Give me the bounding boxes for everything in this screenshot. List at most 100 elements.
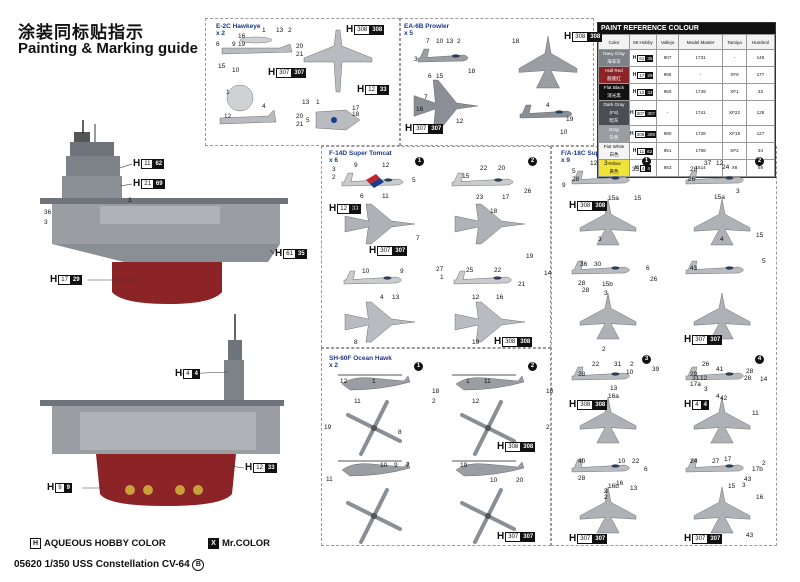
title-english: Painting & Marking guide [18, 40, 199, 57]
hornet-part-number: 12 [700, 375, 708, 382]
hornet-part-number: 43 [690, 265, 698, 272]
humbrol-code: 146 [745, 49, 776, 67]
hornet-part-number: 22 [592, 361, 600, 368]
hornet-part-number: 13 [610, 385, 618, 392]
tamiya-code: - [722, 49, 747, 67]
tomcat-part-number: 7 [416, 235, 420, 242]
tomcat-part-number: 27 [436, 266, 444, 273]
hornet-part-number: 41 [716, 366, 724, 373]
hornet-part-number: 5 [762, 258, 766, 265]
hawkeye-part-number: 18 [352, 111, 360, 118]
vallejo-code: 985 [655, 66, 680, 84]
hornet-part-number: 28 [690, 166, 698, 173]
hornet-part-number: 31 [692, 375, 700, 382]
tomcat-part-number: 25 [466, 267, 474, 274]
tamiya-code: XF2 [722, 142, 747, 160]
model-master-code: 1741 [678, 100, 724, 126]
hornet-part-number: 3 [704, 386, 708, 393]
model-master-code: 1768 [678, 142, 724, 160]
hawkeye-part-number: 21 [296, 51, 304, 58]
col-vallejo: Vallejo [655, 34, 680, 50]
tamiya-code: XF22 [722, 100, 747, 126]
hornet-part-number: 28 [572, 176, 580, 183]
seahawk-part-number: 7 [406, 462, 410, 469]
prowler-part-number: 4 [546, 102, 550, 109]
hornet-part-number: 28 [578, 280, 586, 287]
hornet-part-number: 2 [630, 361, 634, 368]
seahawk-part-number: 20 [516, 477, 524, 484]
humbrol-code: 177 [745, 66, 776, 84]
hornet-part-number: 2 [762, 460, 766, 467]
seahawk-part-number: 12 [472, 398, 480, 405]
color-name-cn: 海军灰 [607, 59, 621, 64]
seahawk-part-number: 19 [324, 424, 332, 431]
hawkeye-part-number: 1 [316, 99, 320, 106]
paint-reference-title: PAINT REFERENCE COLOUR [598, 23, 775, 34]
hornet-part-number: 15b [602, 281, 613, 288]
prowler-part-number: 12 [456, 118, 464, 125]
color-name-cn: 黄色 [609, 169, 619, 174]
hawkeye-part-number: 12 [224, 113, 232, 120]
hornet-part-number: 24 [722, 164, 730, 171]
hornet-part-number: 26 [688, 176, 696, 183]
hornet-part-number: 15a [608, 195, 619, 202]
hornet-part-number: 6 [644, 466, 648, 473]
seahawk-part-number: 18 [546, 388, 554, 395]
tamiya-code: XF1 [722, 83, 747, 101]
hornet-part-number: 10 [626, 369, 634, 376]
tomcat-part-number: 15 [462, 173, 470, 180]
product-scale: 1/350 [44, 559, 70, 570]
tomcat-part-number: 10 [362, 268, 370, 275]
hornet-part-number: 31 [614, 361, 622, 368]
tomcat-part-number: 19 [526, 253, 534, 260]
hornet-part-number: 43 [744, 476, 752, 483]
hawkeye-part-number: 6 [216, 41, 220, 48]
col-color: Color [598, 34, 630, 50]
tomcat-part-number: 17 [502, 194, 510, 201]
hornet-part-number: 42 [720, 395, 728, 402]
hornet-part-number: 10 [618, 458, 626, 465]
color-name-cn: 消光黑 [607, 93, 621, 98]
variant-marker-2: 2 [528, 362, 537, 371]
paint-reference-table: PAINT REFERENCE COLOUR Color Mr.Hobby Va… [597, 22, 776, 178]
seahawk-part-number: 1 [466, 378, 470, 385]
mr-color-x-icon: X [208, 538, 219, 549]
hornet-part-number: 3 [598, 236, 602, 243]
col-mrhobby: Mr.Hobby [629, 34, 657, 50]
hornet-part-number: 29 [690, 371, 698, 378]
seahawk-part-number: 9 [394, 462, 398, 469]
hornet-part-number: 12 [590, 160, 598, 167]
prowler-part-number: 6 [428, 73, 432, 80]
tomcat-panel [321, 146, 551, 348]
paint-table: Color Mr.Hobby Vallejo Model Master Tami… [598, 34, 776, 177]
hornet-part-number: 28 [582, 287, 590, 294]
tomcat-part-number: 26 [524, 188, 532, 195]
tomcat-part-number: 3 [332, 166, 336, 173]
tomcat-part-number: 14 [544, 270, 552, 277]
color-swatch: Dark Gray (FS)暗灰 [598, 100, 630, 126]
hornet-part-number: 36 [580, 261, 588, 268]
tomcat-part-number: 18 [490, 208, 498, 215]
